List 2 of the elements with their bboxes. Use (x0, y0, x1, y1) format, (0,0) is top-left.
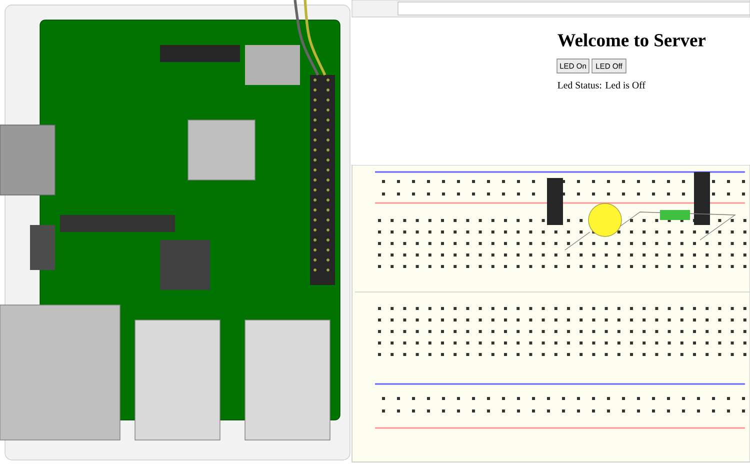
status-text: Led Status: Led is Off (558, 81, 646, 89)
page-heading: Welcome to Server (558, 33, 706, 47)
